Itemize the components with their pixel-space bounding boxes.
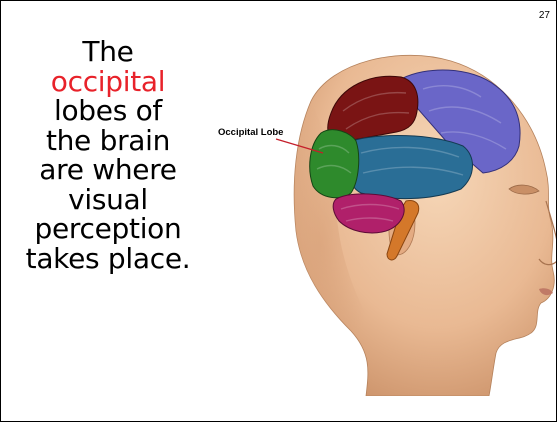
occipital-lobe-label: Occipital Lobe [218,127,283,138]
caption-line-8: takes place. [13,244,203,274]
head-brain-illustration [201,41,557,396]
caption-line-3: lobes of [13,96,203,126]
caption: The occipital lobes of the brain are whe… [13,37,203,273]
caption-line-5: are where [13,155,203,185]
caption-highlight-occipital: occipital [13,67,203,97]
caption-line-7: perception [13,214,203,244]
caption-line-6: visual [13,185,203,215]
caption-line-1: The [13,37,203,67]
page-number: 27 [539,10,550,21]
occipital-lobe [310,130,359,198]
caption-line-4: the brain [13,126,203,156]
